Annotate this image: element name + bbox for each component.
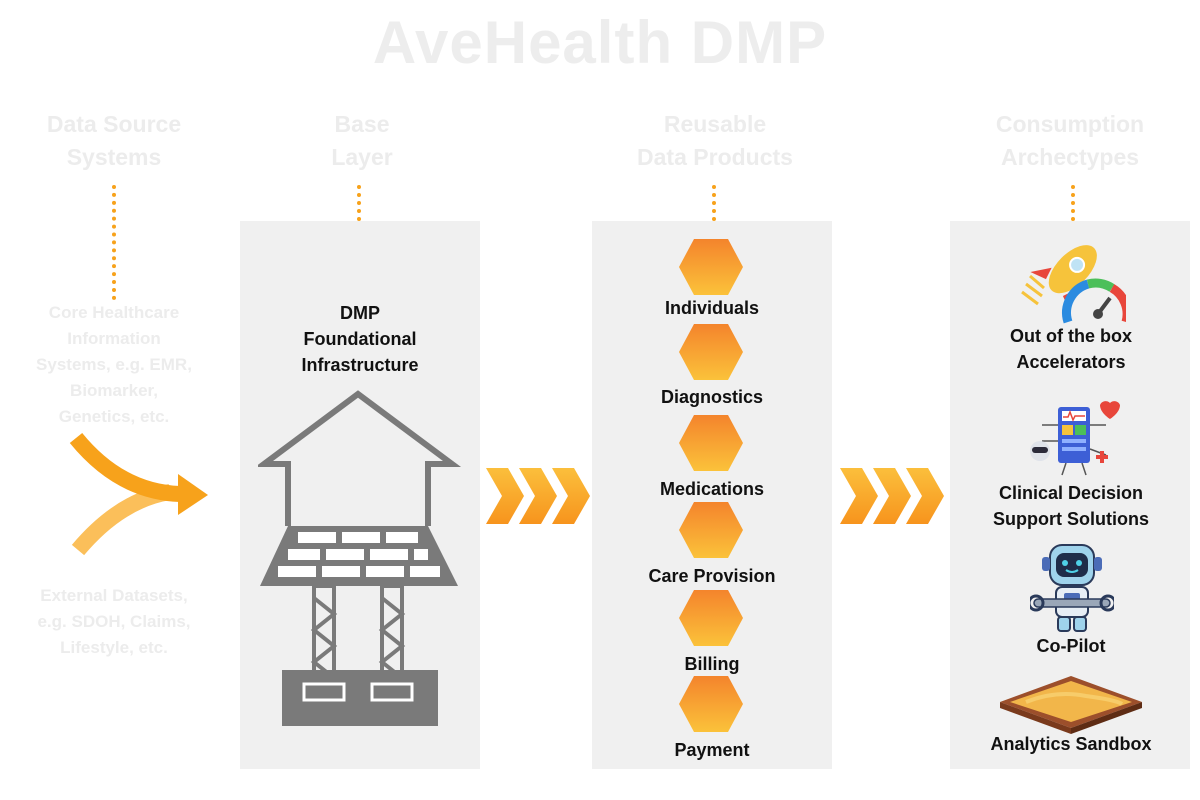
hexagon-icon [678, 414, 744, 477]
base-layer-line: Foundational [303, 329, 417, 349]
base-layer-line: DMP [340, 303, 380, 323]
page-title: AveHealth DMP [372, 9, 828, 76]
external-datasets-text: External Datasets, e.g. SDOH, Claims, Li… [14, 583, 214, 661]
robot-icon [1030, 544, 1114, 632]
column-header-data-source: Data Source Systems [14, 108, 214, 174]
core-systems-text: Core Healthcare Information Systems, e.g… [14, 300, 214, 430]
merge-arrow-icon [69, 432, 208, 556]
column-header-line: Systems [66, 144, 162, 170]
base-layer-label: DMP Foundational Infrastructure [260, 300, 460, 378]
column-header-line: Layer [331, 144, 393, 170]
hexagon-icon [678, 675, 744, 738]
chevron-arrows-icon [486, 468, 590, 524]
source-line: Biomarker, [70, 381, 158, 400]
data-product-label: Medications [659, 479, 765, 499]
column-header-line: Archectypes [1000, 144, 1140, 170]
hexagon-icon [678, 589, 744, 652]
archetype-line: Support Solutions [993, 509, 1149, 529]
column-header-line: Base [334, 111, 390, 137]
data-product-label: Diagnostics [660, 387, 764, 407]
source-line: External Datasets, [40, 586, 188, 605]
chevron-arrows-icon [840, 468, 944, 524]
source-line: Information [67, 329, 161, 348]
source-line: e.g. SDOH, Claims, [37, 612, 191, 631]
column-header-consumption: Consumption Archectypes [955, 108, 1185, 174]
archetype-line: Accelerators [1016, 352, 1126, 372]
data-product-label: Billing [684, 654, 740, 674]
source-line: Systems, e.g. EMR, [36, 355, 192, 374]
sandbox-icon [1000, 676, 1142, 734]
column-header-line: Data Source [46, 111, 182, 137]
column-header-base: Base Layer [262, 108, 462, 174]
column-header-line: Reusable [663, 111, 767, 137]
archetype-label: Clinical Decision Support Solutions [960, 480, 1182, 532]
defs [0, 0, 1, 1]
dotted-connector [357, 185, 361, 221]
archetype-line: Out of the box [1010, 326, 1132, 346]
data-product-label: Payment [674, 740, 750, 760]
dotted-connector [712, 185, 716, 221]
dotted-connector [112, 185, 116, 300]
source-line: Lifestyle, etc. [60, 638, 168, 657]
rocket-gauge-icon [1021, 245, 1126, 324]
hexagon-icon [678, 238, 744, 301]
column-header-line: Data Products [637, 144, 793, 170]
hexagon-icon [678, 323, 744, 386]
medical-device-icon [1030, 401, 1120, 476]
house-icon [258, 390, 462, 726]
archetype-label: Out of the box Accelerators [960, 323, 1182, 375]
source-line: Core Healthcare [48, 303, 180, 322]
dotted-connector [1071, 185, 1075, 221]
hexagon-icon [678, 501, 744, 564]
column-header-line: Consumption [995, 111, 1145, 137]
data-product-label: Care Provision [648, 566, 776, 586]
column-header-products: Reusable Data Products [600, 108, 830, 174]
source-line: Genetics, etc. [58, 407, 170, 426]
archetype-label: Co-Pilot [1036, 636, 1106, 656]
archetype-line: Clinical Decision [998, 483, 1144, 503]
base-layer-line: Infrastructure [301, 355, 419, 375]
data-product-label: Individuals [664, 298, 760, 318]
archetype-label: Analytics Sandbox [990, 734, 1152, 754]
